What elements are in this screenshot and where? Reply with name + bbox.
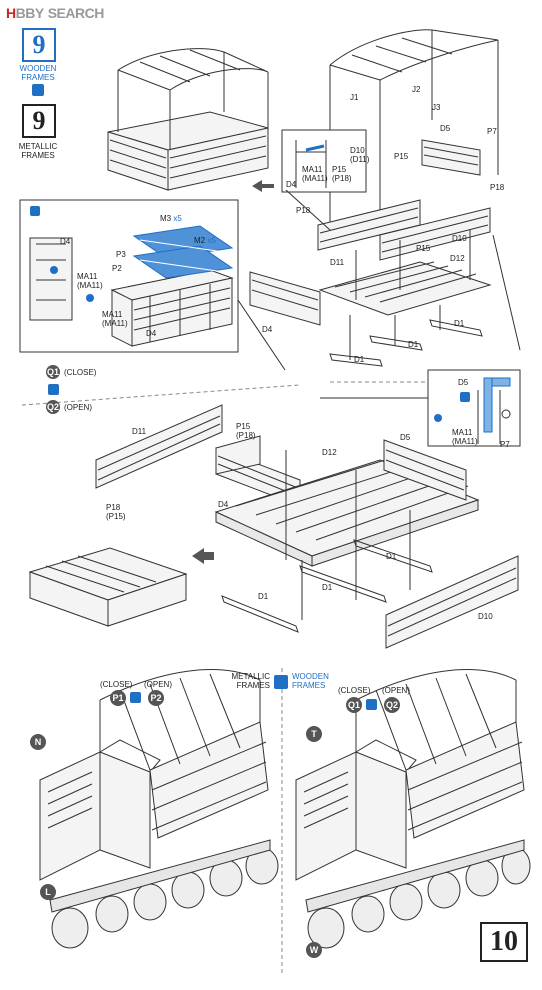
option-q2-badge: Q2 (46, 400, 60, 414)
step9-wooden-box: 9 (22, 28, 56, 62)
label-j2: J2 (412, 85, 421, 94)
option-toggle-icon (48, 384, 59, 395)
inset-top-d4: D4 (286, 180, 297, 189)
mid-label-d1-a: D1 (258, 592, 269, 601)
left-close-label: (CLOSE) (100, 680, 133, 689)
inset-left-d4: D4 (60, 237, 71, 246)
label-d1-b: D1 (408, 340, 419, 349)
option-q1-badge: Q1 (46, 365, 60, 379)
step10-number-box: 10 (480, 922, 528, 962)
brand-logo: HBBY (6, 5, 44, 21)
mid-label-d5: D5 (400, 433, 411, 442)
glue-icon-2 (86, 294, 94, 302)
mid-label-d1-c: D1 (386, 552, 397, 561)
label-p7: P7 (487, 127, 497, 136)
mid-label-d10: D10 (478, 612, 493, 621)
label-d11: D11 (330, 258, 345, 267)
label-d5: D5 (440, 124, 451, 133)
right-open-label: (OPEN) (382, 686, 410, 695)
inset-top-ma11: MA11(MA11) (302, 165, 328, 183)
metal-symbol-icon-2 (460, 392, 470, 402)
wood-symbol-icon (32, 84, 44, 96)
mid-label-d11: D11 (132, 427, 147, 436)
inset-left-ma11-b: MA11(MA11) (102, 310, 128, 328)
label-p18-right: P18 (490, 183, 505, 192)
glue-icon-3 (434, 414, 442, 422)
option-p1-badge: P1 (110, 690, 126, 706)
right-close-label: (CLOSE) (338, 686, 371, 695)
option-toggle-icon-q (366, 699, 377, 710)
marking-t-badge: T (306, 726, 322, 742)
metal-wood-toggle-icon (274, 675, 288, 689)
option-toggle-icon-p (130, 692, 141, 703)
metal-symbol-icon (30, 206, 40, 216)
metal-frame-parts (132, 225, 234, 279)
marking-n-badge: N (30, 734, 46, 750)
label-m3: M3 x5 (160, 214, 182, 223)
site-name: SEARCH (47, 5, 105, 21)
mid-assembly (95, 404, 519, 649)
option-q2-badge-step10: Q2 (384, 697, 400, 713)
label-p3: P3 (116, 250, 126, 259)
label-j1: J1 (350, 93, 359, 102)
inset-left-d4-b: D4 (146, 329, 157, 338)
marking-w-badge: W (306, 942, 322, 958)
option-q1-badge-step10: Q1 (346, 697, 362, 713)
inset-top-p15: P15(P18) (332, 165, 352, 183)
step9-metallic-box: 9 (22, 104, 56, 138)
watermark-header: HBBY SEARCH (6, 4, 104, 22)
label-d10: D10 (452, 234, 467, 243)
left-open-label: (OPEN) (144, 680, 172, 689)
option-p2-badge: P2 (148, 690, 164, 706)
inset-top-d10: D10(D11) (350, 146, 370, 164)
truck-right (295, 669, 531, 949)
inset-right-p7: P7 (500, 440, 510, 449)
side-panels-top (249, 139, 492, 367)
label-d1-c: D1 (454, 319, 465, 328)
mid-label-d12: D12 (322, 448, 337, 457)
label-d4: D4 (262, 325, 273, 334)
mid-label-d1-b: D1 (322, 583, 333, 592)
inset-left-ma11: MA11(MA11) (77, 272, 103, 290)
small-bed-left (28, 547, 188, 627)
label-m2: M2 x5 (194, 236, 216, 245)
inset-right-d5: D5 (458, 378, 469, 387)
marking-l-badge: L (40, 884, 56, 900)
mid-label-d4: D4 (218, 500, 229, 509)
label-p2: P2 (112, 264, 122, 273)
label-p15: P15 (394, 152, 409, 161)
label-p15-mid: P15 (416, 244, 431, 253)
label-d12: D12 (450, 254, 465, 263)
assembled-bed-top (107, 48, 269, 191)
label-d1-a: D1 (354, 355, 365, 364)
truck-left (39, 669, 279, 949)
mid-label-p15: P15(P18) (236, 422, 256, 440)
label-j3: J3 (432, 103, 441, 112)
option-q1-label: (CLOSE) (64, 368, 97, 377)
inset-right-ma11: MA11(MA11) (452, 428, 478, 446)
mid-label-p18: P18(P15) (106, 503, 126, 521)
option-q2-label: (OPEN) (64, 403, 92, 412)
glue-icon (50, 266, 58, 274)
label-p18-left: P18 (296, 206, 311, 215)
